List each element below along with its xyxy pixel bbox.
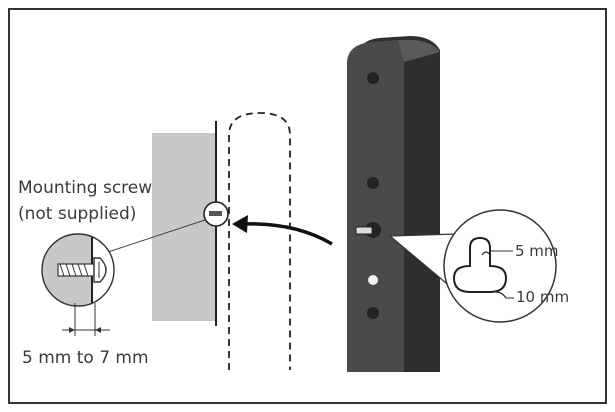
depth-arrow-right bbox=[95, 327, 101, 333]
slot-bottom-dimension-label: 10 mm bbox=[516, 288, 569, 306]
mounting-screw-label: Mounting screw bbox=[18, 178, 152, 198]
depth-arrow-left bbox=[69, 327, 75, 333]
slot-top-dimension-label: 5 mm bbox=[515, 242, 559, 260]
screw-depth-label: 5 mm to 7 mm bbox=[22, 348, 149, 368]
speaker-hole-2 bbox=[367, 177, 379, 189]
mount-direction-arrow bbox=[241, 222, 333, 246]
keyhole-slot-outline bbox=[452, 236, 508, 293]
zoom-callout-line bbox=[107, 219, 206, 253]
speaker-light-indicator bbox=[368, 275, 378, 285]
speaker-hole-1 bbox=[367, 72, 379, 84]
screw-zoom-circle bbox=[41, 233, 115, 307]
keyhole-screw-head-icon bbox=[355, 226, 373, 235]
slot-zoom-circle bbox=[443, 209, 557, 323]
mount-direction-arrowhead bbox=[232, 215, 248, 233]
not-supplied-label: (not supplied) bbox=[18, 204, 136, 224]
diagram-frame bbox=[8, 8, 607, 404]
speaker-position-outline bbox=[228, 112, 291, 370]
speaker-body bbox=[347, 36, 440, 372]
screw-head-icon bbox=[209, 211, 222, 216]
speaker-hole-3 bbox=[367, 307, 379, 319]
